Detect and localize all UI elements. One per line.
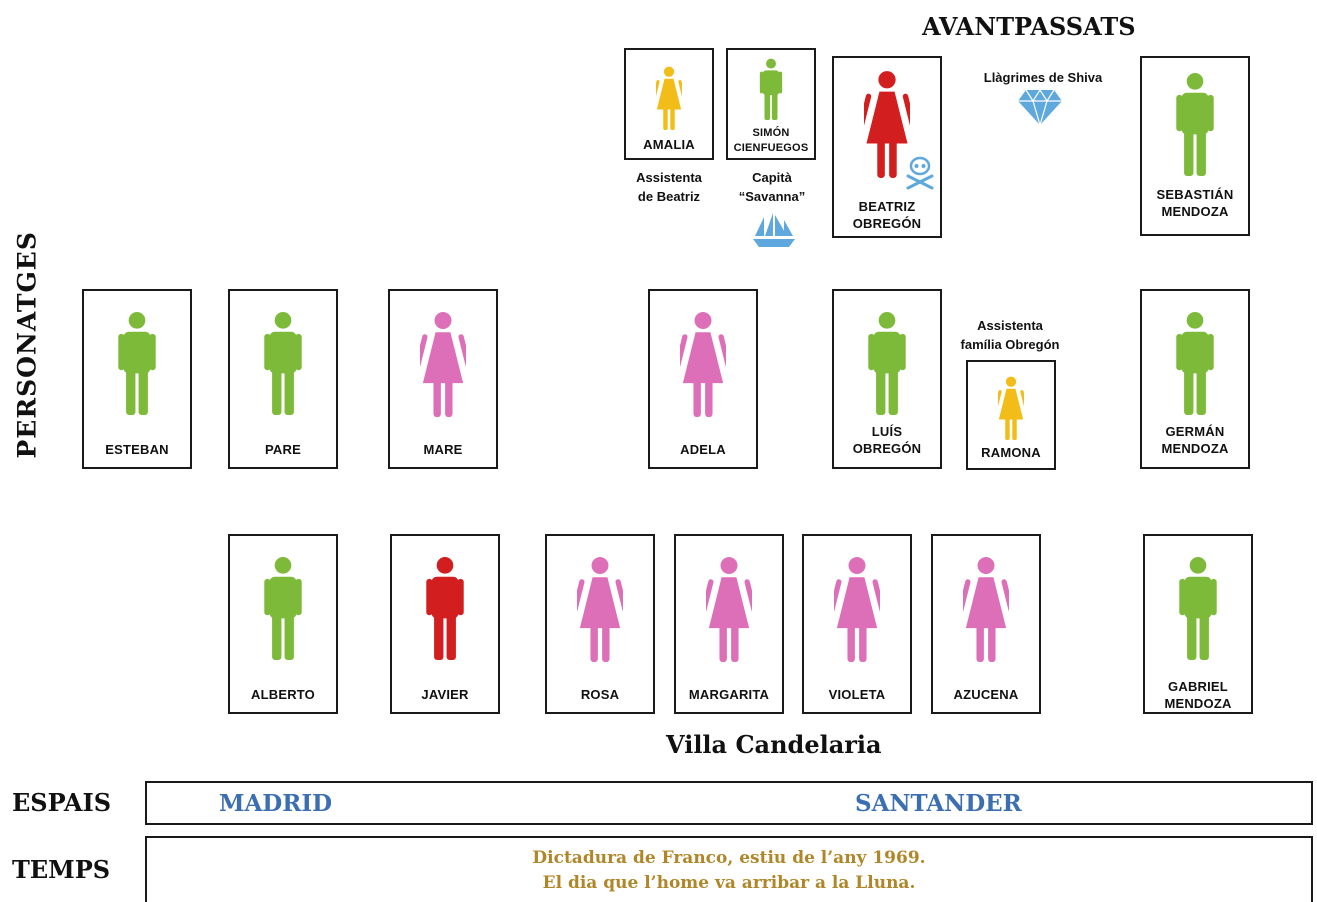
female-figure-icon — [577, 556, 623, 662]
male-figure-icon — [866, 311, 908, 415]
place-madrid: MADRID — [219, 790, 333, 817]
ancestors-heading: AVANTPASSATS — [922, 12, 1136, 41]
card-name: LUÍS OBREGÓN — [852, 424, 922, 456]
note-ramona: Assistenta família Obregón — [960, 318, 1060, 352]
card-luis: LUÍS OBREGÓN — [832, 289, 942, 469]
male-figure-icon — [1174, 311, 1216, 415]
card-adela: ADELA — [648, 289, 758, 469]
male-figure-icon — [758, 58, 784, 120]
card-german: GERMÁN MENDOZA — [1140, 289, 1250, 469]
temps-line-2: El dia que l’home va arribar a la Lluna. — [542, 873, 916, 893]
female-figure-icon — [656, 66, 682, 130]
card-mare: MARE — [388, 289, 498, 469]
card-name: AZUCENA — [953, 687, 1019, 702]
note-amalia: Assistenta de Beatriz — [636, 170, 702, 204]
card-name: MARGARITA — [688, 687, 770, 702]
male-figure-icon — [424, 556, 466, 660]
card-beatriz: BEATRIZ OBREGÓN — [832, 56, 942, 238]
card-pare: PARE — [228, 289, 338, 469]
characters-heading: PERSONATGES — [12, 231, 42, 459]
card-gabriel: GABRIEL MENDOZA — [1143, 534, 1253, 714]
card-esteban: ESTEBAN — [82, 289, 192, 469]
card-name: ADELA — [680, 442, 726, 457]
place-santander: SANTANDER — [855, 790, 1022, 817]
female-figure-icon — [680, 311, 726, 417]
male-figure-icon — [116, 311, 158, 415]
card-name: VIOLETA — [828, 687, 886, 702]
card-name: ALBERTO — [251, 687, 315, 702]
card-name: GERMÁN MENDOZA — [1161, 424, 1229, 456]
female-figure-icon — [706, 556, 752, 662]
note-shiva: Llàgrimes de Shiva — [983, 70, 1103, 85]
male-figure-icon — [262, 311, 304, 415]
card-name: ESTEBAN — [105, 442, 169, 457]
card-name: RAMONA — [981, 445, 1041, 460]
card-name: SIMÓN CIENFUEGOS — [733, 127, 809, 154]
card-name: AMALIA — [643, 137, 695, 152]
ship-icon — [753, 213, 795, 247]
card-name: SEBASTIÁN MENDOZA — [1156, 187, 1234, 219]
card-name: BEATRIZ OBREGÓN — [852, 199, 922, 231]
temps-line-1: Dictadura de Franco, estiu de l’any 1969… — [532, 848, 926, 868]
male-figure-icon — [262, 556, 304, 660]
card-name: ROSA — [580, 687, 620, 702]
espais-bar: MADRID SANTANDER — [145, 781, 1313, 825]
female-figure-icon — [963, 556, 1009, 662]
card-alberto: ALBERTO — [228, 534, 338, 714]
male-figure-icon — [1177, 556, 1219, 660]
espais-label: ESPAIS — [12, 788, 112, 817]
card-azucena: AZUCENA — [931, 534, 1041, 714]
card-rosa: ROSA — [545, 534, 655, 714]
card-simon: SIMÓN CIENFUEGOS — [726, 48, 816, 160]
card-name: GABRIEL MENDOZA — [1164, 679, 1232, 711]
villa-heading: Villa Candelaria — [666, 730, 882, 759]
female-figure-icon — [998, 376, 1024, 440]
female-figure-icon — [834, 556, 880, 662]
card-name: PARE — [265, 442, 301, 457]
note-simon: Capità “Savanna” — [738, 170, 806, 204]
female-figure-icon — [420, 311, 466, 417]
card-name: MARE — [423, 442, 463, 457]
card-name: JAVIER — [421, 687, 469, 702]
card-javier: JAVIER — [390, 534, 500, 714]
card-amalia: AMALIA — [624, 48, 714, 160]
card-sebastian: SEBASTIÁN MENDOZA — [1140, 56, 1250, 236]
temps-label: TEMPS — [12, 855, 111, 884]
card-margarita: MARGARITA — [674, 534, 784, 714]
temps-bar: Dictadura de Franco, estiu de l’any 1969… — [145, 836, 1313, 902]
card-violeta: VIOLETA — [802, 534, 912, 714]
skull-crossbones-icon — [906, 156, 934, 190]
male-figure-icon — [1174, 72, 1216, 176]
card-ramona: RAMONA — [966, 360, 1056, 470]
diamond-icon — [1018, 88, 1062, 126]
